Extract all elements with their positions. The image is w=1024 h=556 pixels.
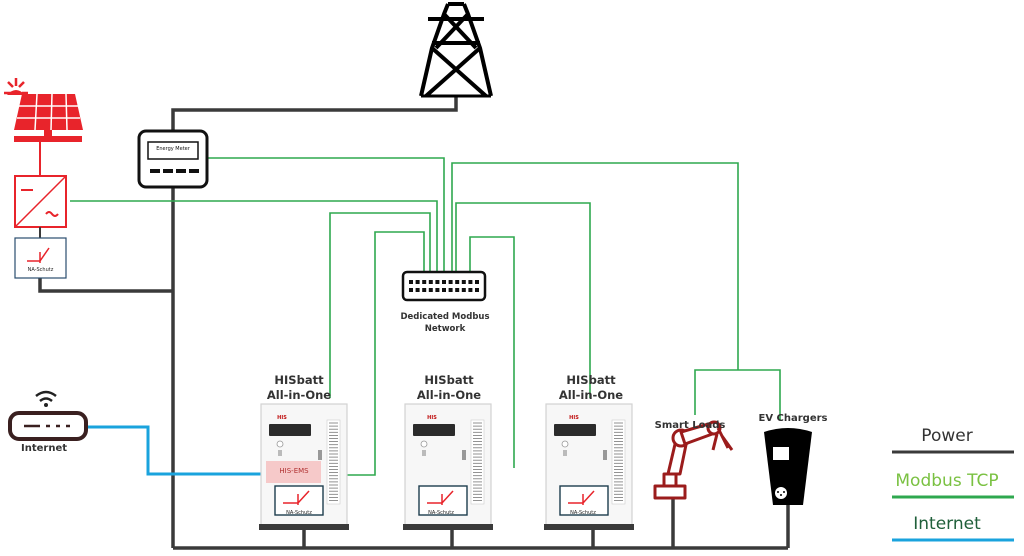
- switch-port: [455, 288, 460, 292]
- battery-na-label-2: NA-Schutz: [428, 510, 454, 516]
- battery-logo-1: HIS: [277, 415, 287, 421]
- ems-label: HIS-EMS: [279, 467, 309, 475]
- modbus-lines: [70, 157, 781, 476]
- energy-meter-label: Energy Meter: [156, 146, 190, 152]
- inverter-icon: [14, 175, 67, 228]
- battery-na-label-1: NA-Schutz: [286, 510, 312, 516]
- battery-title-3: HISbatt All-in-One: [558, 373, 624, 402]
- battery-title-2: HISbatt All-in-One: [416, 373, 482, 402]
- internet-line: [85, 425, 266, 476]
- switch-port: [409, 280, 413, 284]
- switch-port: [428, 288, 433, 292]
- battery-title-1: HISbatt All-in-One: [266, 373, 332, 402]
- na-schutz-label: NA-Schutz: [27, 267, 54, 273]
- transmission-tower-icon: [419, 2, 493, 98]
- switch-port: [461, 280, 466, 284]
- switch-port: [415, 280, 420, 284]
- ev-charger-icon: [764, 428, 812, 505]
- switch-port: [428, 280, 433, 284]
- switch-port: [442, 288, 446, 292]
- smart-loads-label: Smart Loads: [654, 420, 726, 431]
- power-lines: [38, 97, 790, 550]
- switch-port: [435, 288, 440, 292]
- switch-port: [461, 288, 466, 292]
- switch-port: [455, 280, 460, 284]
- switch-port: [448, 288, 453, 292]
- energy-meter-icon: [137, 129, 209, 189]
- battery-logo-3: HIS: [569, 415, 579, 421]
- battery-cabinet: [403, 403, 493, 530]
- robot-arm-icon: [653, 420, 734, 500]
- network-switch-icon: [401, 270, 487, 302]
- router-icon: [8, 390, 88, 441]
- battery-cabinet: [544, 403, 634, 530]
- battery-na-label-3: NA-Schutz: [570, 510, 596, 516]
- switch-label: Dedicated Modbus Network: [400, 312, 490, 334]
- ems-box: [266, 461, 321, 483]
- switch-port: [475, 288, 479, 292]
- switch-port: [468, 280, 473, 284]
- battery-logo-2: HIS: [427, 415, 437, 421]
- na-schutz-box: [14, 237, 67, 279]
- solar-panel-icon: [4, 78, 83, 142]
- switch-port: [468, 288, 473, 292]
- switch-port: [422, 288, 427, 292]
- legend-internet: Internet: [913, 514, 981, 534]
- switch-port: [409, 288, 413, 292]
- router-label: Internet: [20, 443, 67, 454]
- switch-port: [442, 280, 446, 284]
- ev-chargers-label: EV Chargers: [758, 413, 828, 424]
- switch-port: [448, 280, 453, 284]
- switch-port: [415, 288, 420, 292]
- switch-port: [475, 280, 479, 284]
- battery-cabinets: [259, 403, 634, 530]
- switch-port: [422, 280, 427, 284]
- legend-power: Power: [921, 426, 973, 446]
- battery-cabinet: [259, 403, 349, 530]
- legend-modbus: Modbus TCP: [895, 471, 999, 491]
- switch-port: [435, 280, 440, 284]
